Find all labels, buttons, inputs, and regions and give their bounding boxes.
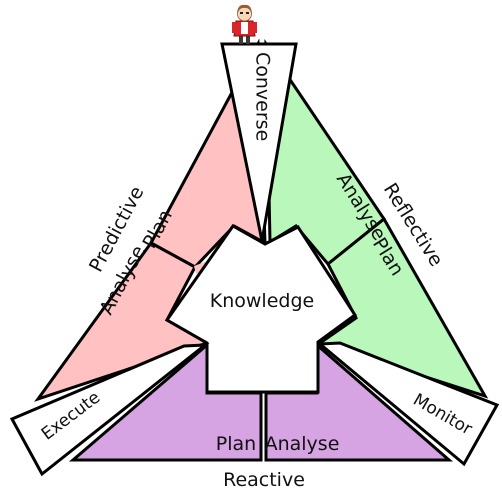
reactive-analyse-label: Analyse: [265, 433, 340, 455]
reflective-analyse-area: [264, 38, 387, 267]
person-avatar-icon: [232, 4, 257, 44]
reactive-plan-label: Plan: [216, 433, 256, 455]
execute-box: Execute: [9, 343, 210, 477]
reactive-mode-label: Reactive: [223, 469, 305, 491]
knowledge-label: Knowledge: [210, 290, 314, 312]
converse-label: Converse: [252, 52, 274, 141]
monitor-box: Monitor: [316, 341, 500, 467]
converse-box: Converse: [220, 42, 298, 242]
knowledge-hub: [164, 224, 358, 394]
